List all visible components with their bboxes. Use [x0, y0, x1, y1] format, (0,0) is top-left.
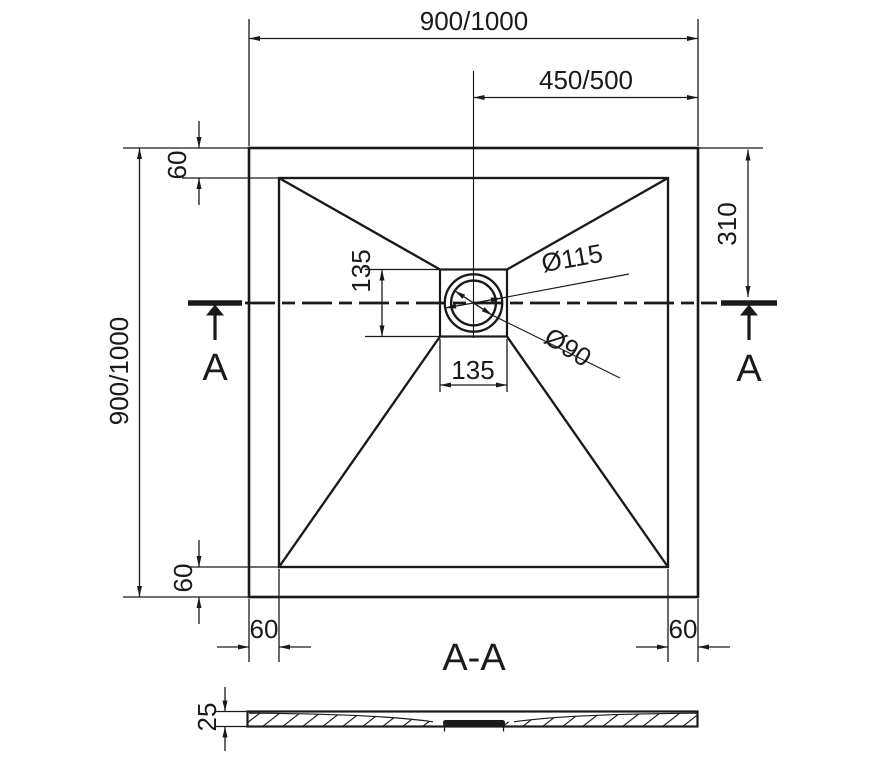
section-cut-marks: A A — [188, 300, 777, 390]
dim-label: 60 — [162, 151, 192, 180]
section-view: A-A 25 — [192, 637, 699, 751]
cut-arrow-left — [206, 304, 224, 316]
dim-drain-box-height: 135 — [346, 249, 439, 338]
dim-label: 25 — [192, 703, 222, 732]
dim-label: 900/1000 — [420, 6, 528, 36]
drain-cap-section — [443, 720, 505, 726]
basin-slope-diagonal-bl — [278, 335, 441, 568]
plan-view: A A 900/1000 450/500 60 900/1000 — [104, 6, 777, 662]
dim-label: 310 — [712, 202, 742, 245]
slab-outline — [246, 710, 699, 728]
dim-rim-top: 60 — [123, 121, 280, 205]
basin-slope-diagonal-br — [506, 335, 669, 568]
section-slab — [246, 710, 699, 732]
dim-label: 135 — [451, 355, 494, 385]
basin-dip-curve-left — [248, 712, 434, 723]
basin-slope-diagonal-tl — [278, 176, 441, 271]
section-title: A-A — [442, 637, 506, 679]
basin-dip-curve-right — [513, 712, 698, 723]
dim-drain-box-width: 135 — [439, 339, 508, 392]
leader-line — [492, 314, 621, 379]
basin-slope-diagonal-tr — [506, 176, 669, 271]
dim-label: 450/500 — [539, 65, 633, 95]
diameter-line — [454, 290, 493, 316]
dim-thickness: 25 — [192, 687, 248, 751]
dim-drain-outer-diameter: Ø115 — [445, 238, 630, 309]
dim-label: 900/1000 — [104, 317, 134, 425]
cut-letter-left: A — [202, 347, 228, 389]
dim-label: 60 — [669, 614, 698, 644]
dim-label: 135 — [346, 249, 376, 292]
dim-rim-bottom: 60 — [168, 540, 280, 624]
cut-arrow-right — [740, 304, 758, 316]
dim-label: Ø90 — [539, 321, 597, 372]
dim-drain-offset-top: 310 — [698, 147, 763, 297]
basin-dip-mask — [249, 712, 697, 722]
dim-drain-offset-right: 450/500 — [473, 65, 698, 100]
dim-label: Ø115 — [539, 238, 605, 278]
leader-line — [501, 273, 630, 299]
cut-letter-right: A — [736, 348, 762, 390]
dim-rim-left: 60 — [217, 569, 311, 662]
dim-label: 60 — [168, 564, 198, 593]
dim-label: 60 — [250, 614, 279, 644]
dim-overall-depth: 900/1000 — [104, 148, 250, 598]
dim-rim-right: 60 — [636, 569, 730, 662]
dim-overall-width: 900/1000 — [248, 6, 699, 146]
